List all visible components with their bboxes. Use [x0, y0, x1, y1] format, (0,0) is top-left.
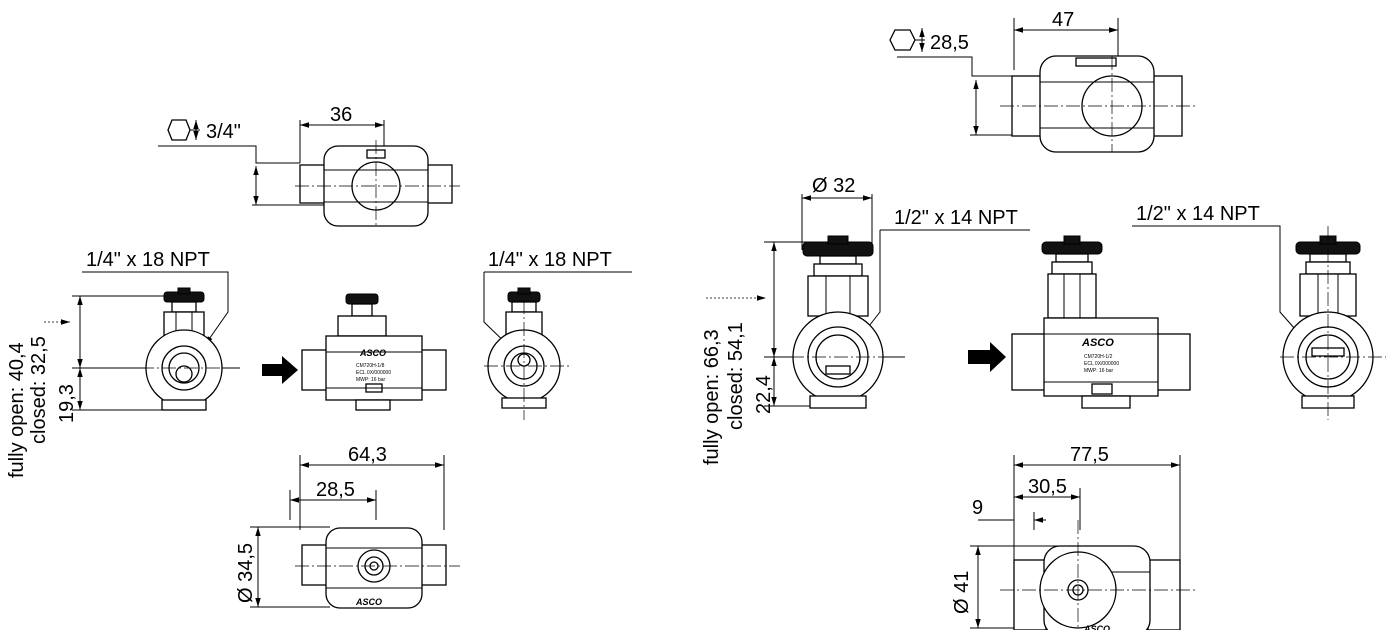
small-side-view-left: 1/4" x 18 NPT fully open: 40,4 closed: 3…: [6, 249, 240, 478]
large-overall-length: 77,5: [1070, 444, 1109, 466]
small-mount-diameter: Ø 34,5: [235, 543, 257, 603]
flow-arrow-icon: [968, 342, 1006, 372]
small-valve-group: 3/4" 36 1/4" x 18 NPT: [6, 104, 632, 609]
small-height-open: fully open: 40,4: [6, 342, 28, 478]
hexagon-icon: [889, 29, 916, 51]
small-brand: ASCO: [359, 348, 386, 358]
small-label-1: CM720H-1/8: [356, 363, 385, 369]
small-thread-right: 1/4" x 18 NPT: [488, 249, 612, 271]
large-label-1: CM720H-1/2: [1084, 354, 1113, 360]
small-label-3: MWP: 16 bar: [356, 377, 386, 383]
large-side-view-right: [1280, 226, 1386, 420]
large-knob-diameter: Ø 32: [812, 175, 855, 197]
large-brand: ASCO: [1081, 337, 1114, 349]
hexagon-icon: [167, 119, 191, 141]
small-bottom-view: 64,3 28,5 Ø 34,5 ASCO: [235, 444, 460, 609]
large-top-view: 28,5 47: [889, 9, 1196, 153]
small-top-view: 3/4" 36: [158, 104, 460, 228]
large-top-width: 47: [1052, 9, 1074, 31]
large-hex-size: 28,5: [930, 32, 969, 54]
small-hex-size: 3/4": [206, 121, 241, 143]
large-label-2: ECL 0X/000000: [1084, 361, 1119, 367]
large-height-open: fully open: 66,3: [701, 329, 723, 465]
large-height-closed: closed: 54,1: [725, 322, 747, 430]
large-bottom-brand: ASCO: [1083, 624, 1110, 630]
large-label-3: MWP: 16 bar: [1084, 368, 1114, 374]
small-label-2: ECL 0X/000000: [356, 370, 391, 376]
large-bottom-view: 77,5 30,5 9 Ø 41 ASCO: [951, 444, 1196, 630]
flow-arrow-icon: [262, 356, 298, 384]
large-edge-offset: 9: [972, 497, 983, 519]
large-thread-left: 1/2" x 14 NPT: [894, 207, 1018, 229]
large-mount-offset: 30,5: [1028, 476, 1067, 498]
small-mount-offset: 28,5: [316, 479, 355, 501]
large-valve-group: 28,5 47 Ø 32 1/2" x 14 NPT: [701, 9, 1386, 630]
large-axis-height: 22,4: [753, 375, 775, 414]
small-top-width: 36: [330, 104, 352, 126]
small-front-view: ASCO CM720H-1/8 ECL 0X/000000 MWP: 16 ba…: [262, 293, 447, 411]
large-side-view-left: Ø 32 1/2" x 14 NPT fully open: 66,3 clos…: [701, 175, 1030, 465]
small-height-closed: closed: 32,5: [28, 336, 50, 444]
small-bottom-brand: ASCO: [355, 597, 382, 607]
small-thread-left: 1/4" x 18 NPT: [86, 249, 210, 271]
large-front-view: 1/2" x 14 NPT ASCO CM720H-1/2 ECL 0X/000…: [968, 203, 1311, 409]
small-overall-length: 64,3: [348, 444, 387, 466]
small-axis-height: 19,3: [56, 384, 78, 423]
large-thread-right: 1/2" x 14 NPT: [1136, 203, 1260, 225]
small-side-view-right: 1/4" x 18 NPT: [483, 249, 632, 420]
large-mount-diameter: Ø 41: [951, 571, 973, 614]
